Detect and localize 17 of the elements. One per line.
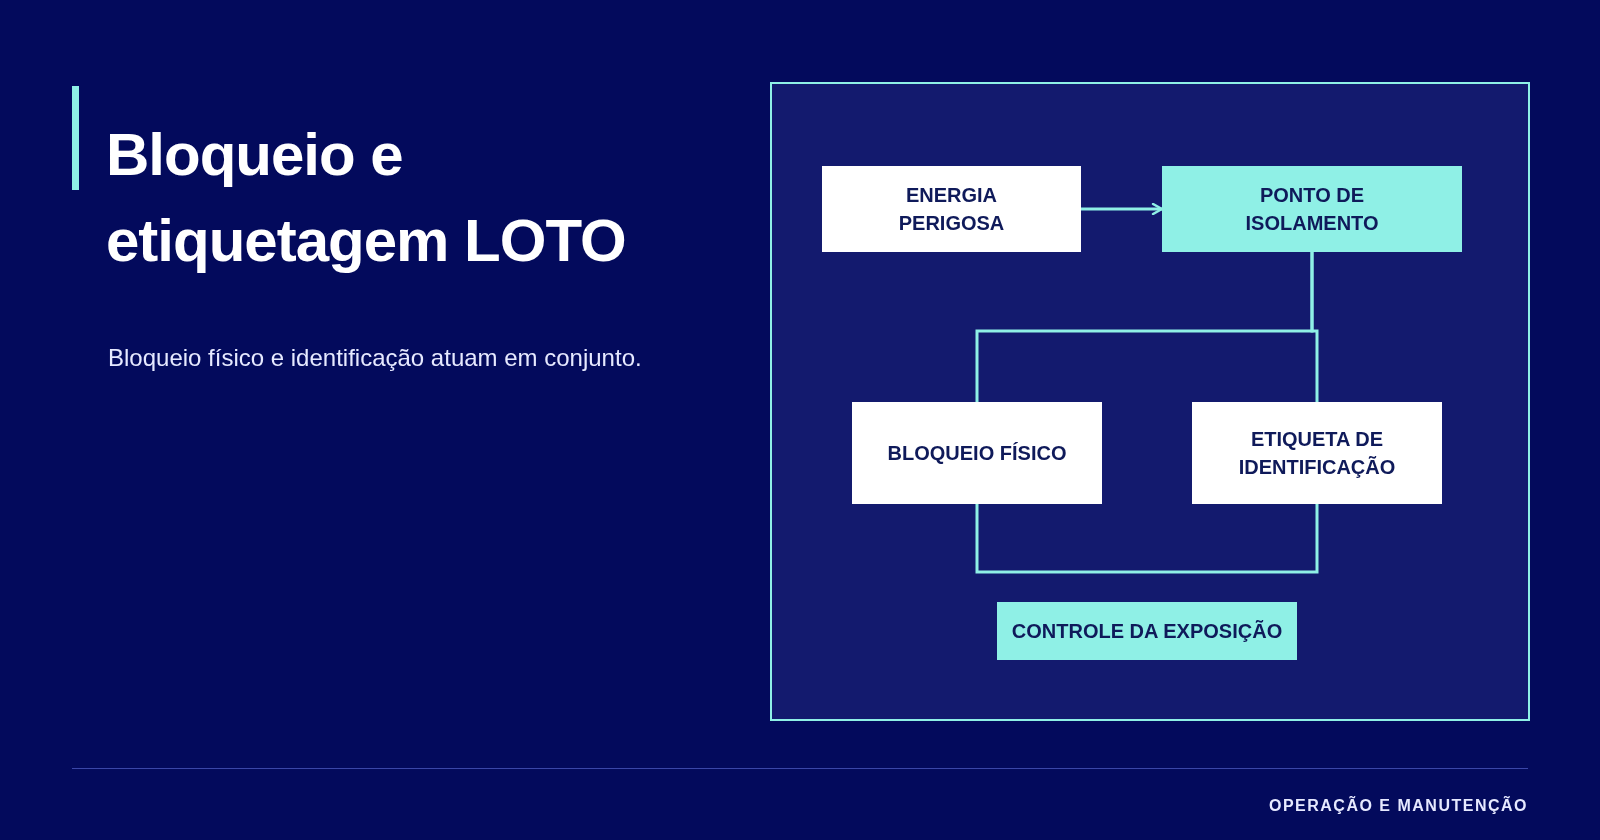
subtitle: Bloqueio físico e identificação atuam em conjunto. — [108, 343, 642, 373]
process-box — [852, 402, 1102, 504]
box-label: CONTROLE DA EXPOSIÇÃO — [1011, 619, 1283, 644]
box-label: ETIQUETA DE IDENTIFICAÇÃO — [1237, 427, 1397, 480]
process-box — [1162, 166, 1462, 252]
process-box — [822, 166, 1081, 252]
connector-line — [1310, 252, 1319, 402]
title: Bloqueio e etiquetagem LOTO — [106, 120, 627, 276]
connector-line — [1081, 202, 1164, 216]
diagram-panel — [770, 82, 1530, 721]
process-box — [997, 602, 1297, 660]
footer-text: OPERAÇÃO E MANUTENÇÃO — [1268, 795, 1528, 816]
process-box — [1192, 402, 1442, 504]
box-label: BLOQUEIO FÍSICO — [887, 441, 1067, 466]
box-label: ENERGIA PERIGOSA — [897, 183, 1006, 236]
box-label: PONTO DE ISOLAMENTO — [1244, 183, 1380, 236]
connector-line — [975, 504, 1319, 574]
